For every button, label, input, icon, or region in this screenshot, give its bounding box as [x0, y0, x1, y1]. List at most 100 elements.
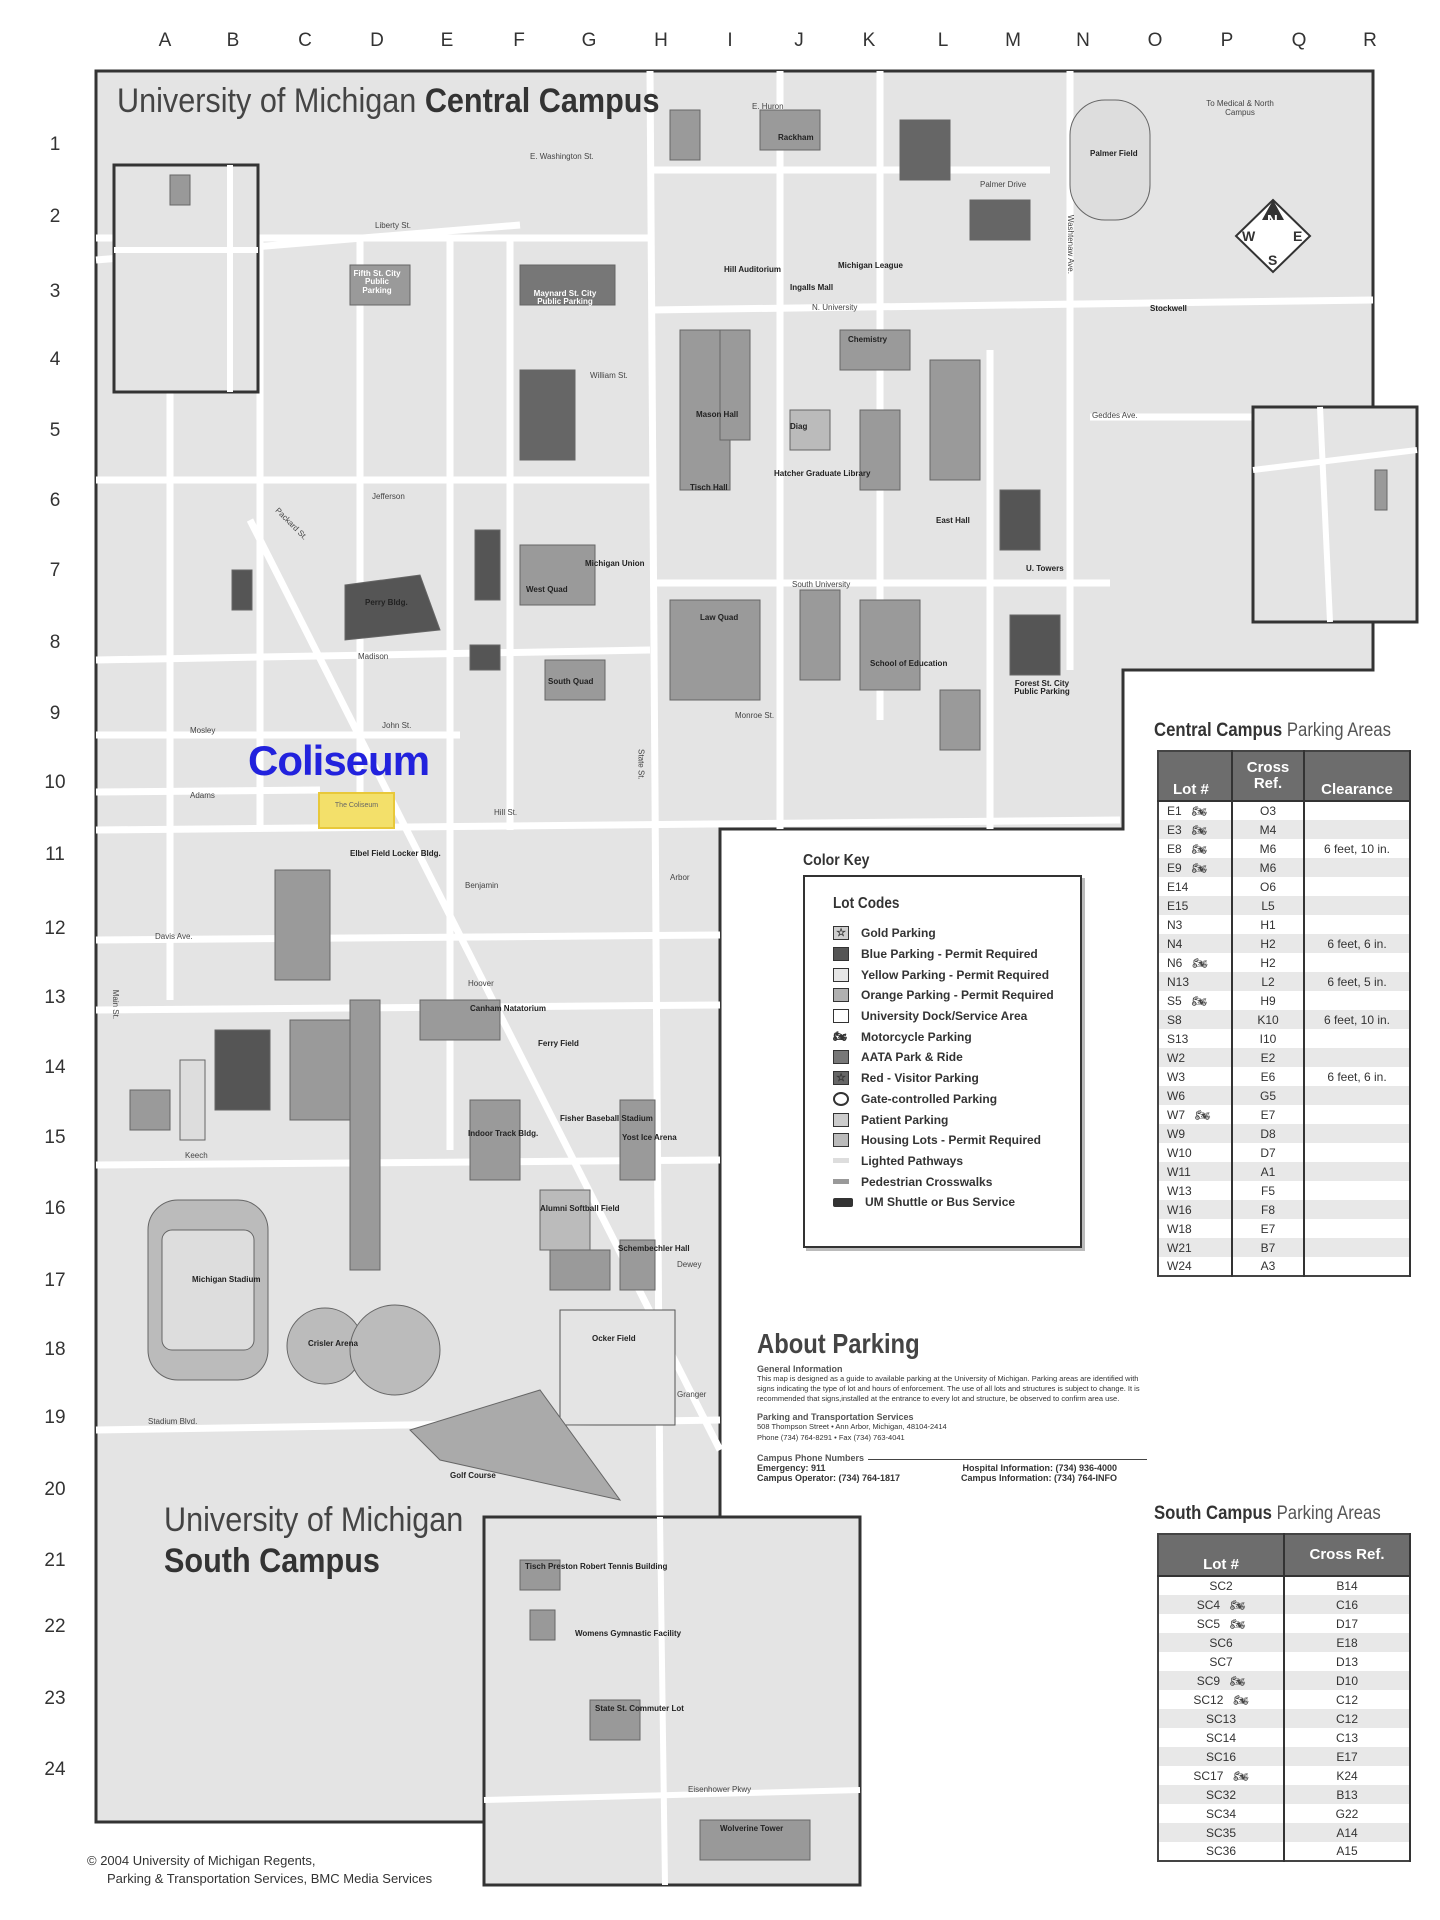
table-cell: G22 — [1335, 1806, 1359, 1821]
cell: G5 — [1232, 1086, 1305, 1105]
street-label: Dewey — [677, 1260, 702, 1269]
street-label: John St. — [382, 721, 412, 730]
table-cell: N13 — [1167, 974, 1190, 989]
building-label: Womens Gymnastic Facility — [575, 1629, 682, 1638]
table-row: SC34 G22 — [1158, 1804, 1411, 1823]
cell: M6 — [1232, 858, 1305, 877]
color-key-item: Blue Parking - Permit Required — [833, 944, 1080, 965]
street-label: Liberty St. — [375, 221, 412, 230]
cell: SC7 — [1158, 1652, 1285, 1671]
building-label: Michigan Stadium — [192, 1275, 261, 1284]
grid-column: M — [1005, 30, 1021, 51]
color-key-item: Gate-controlled Parking — [833, 1089, 1080, 1110]
building-label: Yost Ice Arena — [622, 1133, 677, 1142]
cell: SC5🏍 — [1158, 1614, 1285, 1633]
building-label: Crisler Arena — [308, 1339, 358, 1348]
table-cell: E15 — [1167, 898, 1189, 913]
grid-row: 23 — [44, 1688, 66, 1709]
table-cell: E7 — [1260, 1221, 1276, 1236]
cell — [1304, 1162, 1411, 1181]
street-label: E. Huron — [752, 102, 784, 111]
emergency-phone: Emergency: 911 — [757, 1462, 826, 1473]
copyright-line1: © 2004 University of Michigan Regents, — [87, 1853, 316, 1868]
operator-phone: Campus Operator: (734) 764-1817 — [757, 1472, 901, 1483]
grid-column: N — [1076, 30, 1090, 51]
table-cell: M6 — [1259, 841, 1277, 856]
cell: W24 — [1158, 1257, 1233, 1276]
motorcycle-icon: 🏍 — [1191, 804, 1207, 818]
grid-column: G — [581, 30, 597, 51]
cell: O3 — [1232, 801, 1305, 820]
table-cell: C12 — [1335, 1711, 1358, 1726]
cell: B13 — [1284, 1785, 1411, 1804]
cell: H1 — [1232, 915, 1305, 934]
cell: D13 — [1284, 1652, 1411, 1671]
table-cell: W10 — [1167, 1145, 1192, 1160]
motorcycle-icon: 🏍 — [1195, 1107, 1211, 1122]
street-label: Adams — [190, 791, 215, 800]
cell — [1304, 896, 1411, 915]
title-bold: South Campus — [1154, 1503, 1272, 1524]
color-key-label: Patient Parking — [861, 1112, 949, 1127]
table-cell: K10 — [1257, 1012, 1279, 1027]
building-label: Elbel Field Locker Bldg. — [350, 849, 441, 858]
street-label: To Medical & North Campus — [1206, 99, 1274, 117]
color-key-label: Red - Visitor Parking — [861, 1071, 979, 1086]
table-cell: SC5 — [1196, 1616, 1221, 1631]
cell: SC12🏍 — [1158, 1690, 1285, 1709]
line-swatch — [833, 1158, 849, 1164]
street-label: N. University — [812, 303, 858, 312]
street-label: Davis Ave. — [155, 932, 193, 941]
color-key-item: Yellow Parking - Permit Required — [833, 964, 1080, 985]
coliseum-building[interactable]: The Coliseum — [318, 792, 395, 829]
lot-codes-heading: Lot Codes — [833, 895, 900, 912]
cell: N4 — [1158, 934, 1233, 953]
color-key-item: ☆Gold Parking — [833, 923, 1080, 944]
building-label: Diag — [790, 422, 808, 431]
color-key-item: Housing Lots - Permit Required — [833, 1130, 1080, 1151]
building-label: Ingalls Mall — [790, 283, 834, 292]
table-cell: B13 — [1336, 1787, 1358, 1802]
column-header: Cross Ref. — [1284, 1534, 1411, 1577]
color-swatch — [833, 967, 849, 982]
motorcycle-icon: 🏍 — [1230, 1673, 1246, 1688]
grid-row: 22 — [44, 1616, 66, 1637]
table-cell: D7 — [1260, 1145, 1276, 1160]
color-key-label: Housing Lots - Permit Required — [861, 1133, 1042, 1148]
right-inset — [1251, 405, 1419, 624]
table-cell: SC16 — [1205, 1749, 1237, 1764]
grid-row: 21 — [44, 1550, 66, 1571]
cell — [1304, 858, 1411, 877]
table-row: SC4🏍C16 — [1158, 1595, 1411, 1614]
building-label: Palmer Field — [1090, 149, 1138, 158]
motorcycle-icon: 🏍 — [1191, 822, 1207, 837]
cell: C12 — [1284, 1709, 1411, 1728]
column-header: Clearance — [1304, 751, 1411, 802]
cell: SC34 — [1158, 1804, 1285, 1823]
cell: E14 — [1158, 877, 1233, 896]
cell: M6 — [1232, 839, 1305, 858]
table-cell: S13 — [1167, 1031, 1189, 1046]
table-cell: E7 — [1260, 1107, 1276, 1122]
table-cell: SC12 — [1193, 1692, 1224, 1707]
table-cell: SC13 — [1205, 1711, 1237, 1726]
building-label: Wolverine Tower — [720, 1824, 784, 1833]
central-parking-title: Central Campus Parking Areas — [1154, 720, 1391, 742]
table-cell: 6 feet, 6 in. — [1327, 936, 1387, 951]
color-key-item: 🏍Motorcycle Parking — [833, 1026, 1080, 1047]
table-cell: E14 — [1167, 879, 1189, 894]
table-cell: E1 — [1167, 804, 1182, 818]
cell — [1304, 1086, 1411, 1105]
street-label: Hill St. — [494, 808, 518, 817]
compass-east: E — [1293, 228, 1303, 244]
cell: W16 — [1158, 1200, 1233, 1219]
